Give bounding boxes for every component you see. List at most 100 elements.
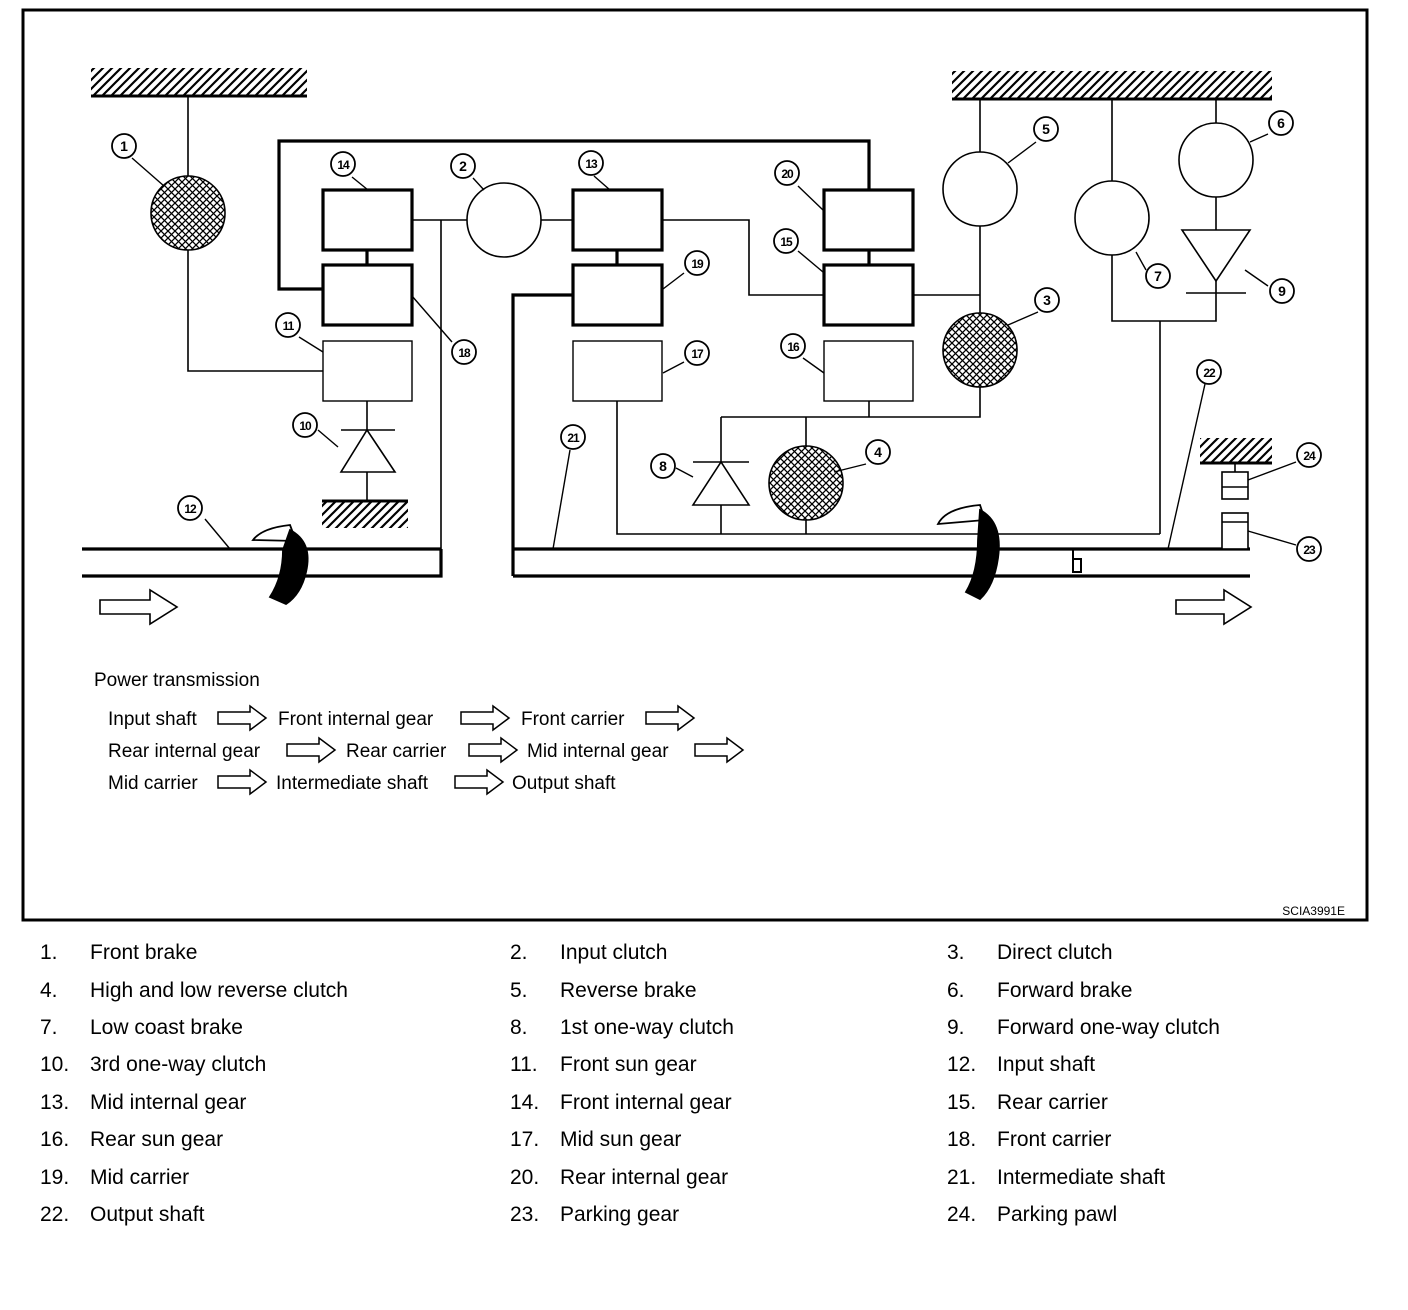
pt-step-rear-carrier: Rear carrier [346, 741, 447, 762]
callout-21: 21 [560, 424, 586, 450]
callout-17-text: 17 [691, 347, 704, 361]
callout-21-text: 21 [567, 431, 580, 445]
callout-19-text: 19 [691, 257, 704, 271]
callout-12: 12 [177, 495, 203, 521]
callout-bubbles: 1 2 3 4 5 6 7 8 9 10 11 12 13 14 15 16 1… [111, 110, 1322, 562]
callout-22: 22 [1196, 359, 1222, 385]
callout-23-text: 23 [1303, 543, 1316, 557]
callout-10: 10 [292, 412, 318, 438]
flow-arrow-5 [468, 736, 519, 764]
pt-step-intermediate-shaft: Intermediate shaft [276, 773, 429, 794]
pt-step-mid-carrier: Mid carrier [108, 773, 198, 794]
callout-5-text: 5 [1042, 121, 1050, 137]
input-direction-arrow [99, 588, 179, 626]
case-ground-one-way [322, 499, 408, 528]
flow-arrow-8 [454, 768, 505, 796]
callout-22-text: 22 [1203, 366, 1216, 380]
callout-10-text: 10 [299, 419, 312, 433]
callout-14: 14 [330, 151, 356, 177]
direct-clutch-symbol [942, 312, 1018, 388]
callout-8: 8 [650, 453, 676, 479]
rotation-arrow-output [936, 504, 1000, 601]
rear-carrier-box [822, 263, 915, 327]
3rd-one-way-clutch-symbol [339, 428, 397, 473]
low-coast-brake-symbol [1074, 180, 1150, 256]
callout-20: 20 [774, 160, 800, 186]
pt-step-rear-internal-gear: Rear internal gear [108, 741, 261, 762]
forward-brake-symbol [1178, 122, 1254, 198]
callout-19: 19 [684, 250, 710, 276]
gear-train-diagram: 1 2 3 4 5 6 7 8 9 10 11 12 13 14 15 16 1… [21, 8, 1369, 922]
forward-one-way-clutch-symbol [1180, 229, 1252, 283]
pt-step-mid-internal-gear: Mid internal gear [527, 741, 669, 762]
parking-pawl-symbol [1221, 471, 1249, 500]
callout-23: 23 [1296, 536, 1322, 562]
case-ground-left [91, 68, 307, 98]
callout-7: 7 [1145, 263, 1171, 289]
figure-frame [21, 8, 1369, 922]
input-shaft [82, 547, 443, 578]
callout-20-text: 20 [781, 167, 794, 181]
callout-17: 17 [684, 340, 710, 366]
1st-one-way-clutch-symbol [691, 460, 751, 506]
flow-arrow-6 [694, 736, 745, 764]
flow-arrow-4 [286, 736, 337, 764]
callout-11: 11 [275, 312, 301, 338]
callout-15-text: 15 [780, 235, 793, 249]
callout-9: 9 [1269, 278, 1295, 304]
power-flow-arrows [217, 704, 745, 796]
callout-4: 4 [865, 439, 891, 465]
callout-24: 24 [1296, 442, 1322, 468]
high-low-reverse-clutch-symbol [768, 445, 844, 521]
mid-internal-gear-box [571, 188, 664, 252]
pt-step-output-shaft: Output shaft [512, 773, 616, 794]
callout-13: 13 [578, 150, 604, 176]
figure-code: SCIA3991E [1282, 904, 1345, 918]
input-clutch-symbol [466, 182, 542, 258]
callout-18-text: 18 [458, 346, 471, 360]
power-transmission-heading: Power transmission [94, 670, 260, 691]
flow-arrow-1 [217, 704, 268, 732]
case-ground-parking [1200, 438, 1272, 465]
rear-sun-gear-box [823, 340, 914, 402]
pt-step-front-internal-gear: Front internal gear [278, 709, 434, 730]
callout-1-text: 1 [120, 138, 128, 154]
callout-11-text: 11 [283, 319, 295, 333]
reverse-brake-symbol [942, 151, 1018, 227]
callout-6-text: 6 [1277, 115, 1285, 131]
callout-leaders [131, 133, 1297, 550]
front-brake-symbol [150, 175, 226, 251]
callout-15: 15 [773, 228, 799, 254]
intermediate-output-shaft [513, 547, 1250, 578]
callout-16-text: 16 [787, 340, 800, 354]
callout-1: 1 [111, 133, 137, 159]
front-sun-gear-box [322, 340, 413, 402]
flow-arrow-2 [460, 704, 511, 732]
thick-connectors [277, 139, 871, 576]
callout-3: 3 [1034, 287, 1060, 313]
mid-sun-gear-box [572, 340, 663, 402]
case-ground-right [952, 71, 1272, 101]
callout-8-text: 8 [659, 458, 667, 474]
callout-13-text: 13 [585, 157, 598, 171]
output-direction-arrow [1175, 588, 1253, 626]
parking-gear-symbol [1221, 512, 1249, 550]
rotation-arrow-input [251, 524, 309, 606]
callout-2: 2 [450, 153, 476, 179]
callout-2-text: 2 [459, 158, 467, 174]
callout-16: 16 [780, 333, 806, 359]
flow-arrow-3 [645, 704, 696, 732]
front-carrier-box [321, 263, 414, 327]
callout-5: 5 [1033, 116, 1059, 142]
callout-7-text: 7 [1154, 268, 1162, 284]
callout-12-text: 12 [184, 502, 197, 516]
callout-4-text: 4 [874, 444, 882, 460]
callout-18: 18 [451, 339, 477, 365]
parts-legend: 1.Front brake 4.High and low reverse clu… [40, 941, 1220, 1226]
pt-step-input-shaft: Input shaft [108, 709, 197, 730]
callout-9-text: 9 [1278, 283, 1286, 299]
flow-arrow-7 [217, 768, 268, 796]
callout-6: 6 [1268, 110, 1294, 136]
callout-24-text: 24 [1303, 449, 1316, 463]
front-internal-gear-box [321, 188, 414, 252]
